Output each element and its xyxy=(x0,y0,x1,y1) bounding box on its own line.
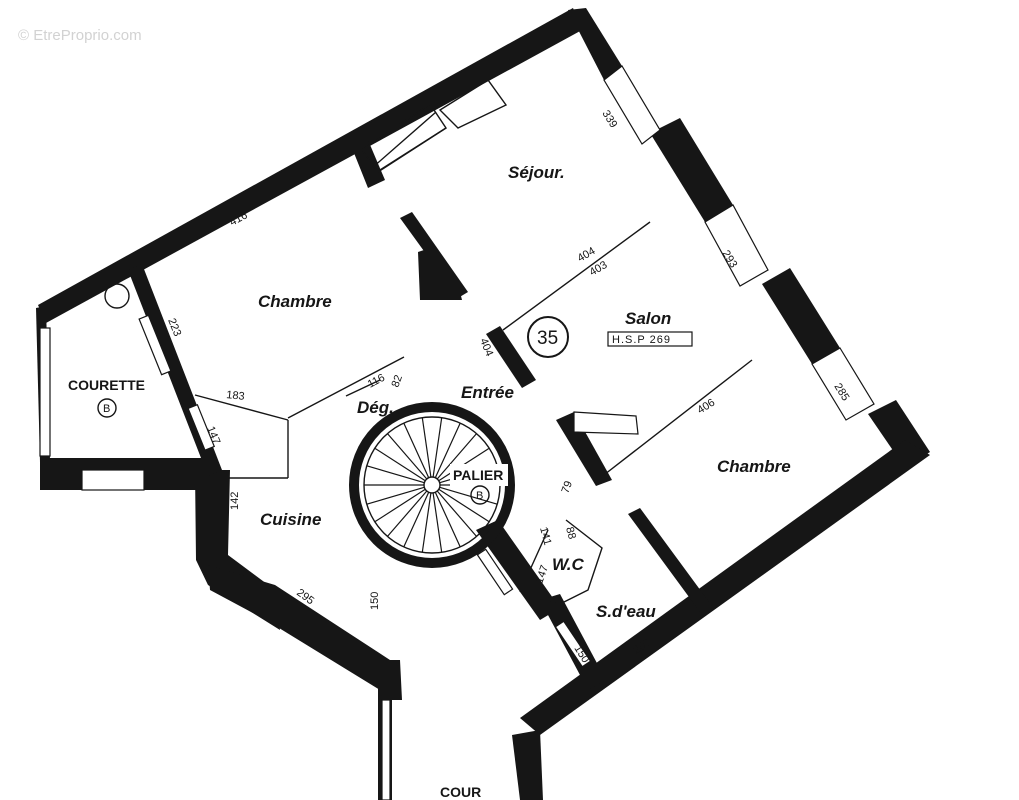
room-label-deg: Dég. xyxy=(357,398,394,417)
wall-bottom-right xyxy=(520,440,930,735)
room-label-chambre-2: Chambre xyxy=(717,457,791,476)
hsp-box xyxy=(607,331,693,347)
window-top-right xyxy=(603,65,661,145)
stair-tread xyxy=(434,422,461,478)
window-sdeau-bottom xyxy=(554,620,592,668)
stair-tread xyxy=(387,490,428,537)
partition-salon-chambre xyxy=(599,359,753,479)
partition-wc-left xyxy=(519,529,549,593)
stairwell xyxy=(349,402,515,568)
staircase-newel xyxy=(423,476,441,494)
window-box-sejour xyxy=(438,79,508,129)
wall-palier-right xyxy=(476,520,560,620)
wall-right-1 xyxy=(650,118,733,222)
room-label-chambre-1: Chambre xyxy=(258,292,332,311)
dim-116: 116 xyxy=(366,372,387,391)
stair-tread xyxy=(366,465,425,484)
window-right-1 xyxy=(704,204,769,287)
room-label-sejour: Séjour. xyxy=(508,163,565,182)
wall-sdeau xyxy=(628,508,712,612)
window-cour xyxy=(381,699,391,800)
courette-marker-circle xyxy=(97,398,117,418)
stair-tread xyxy=(374,447,426,482)
stair-tread xyxy=(366,486,425,505)
wall-cour-right xyxy=(512,730,543,800)
wall-right-2 xyxy=(762,268,840,364)
wall-cuisine-bottom xyxy=(208,565,400,700)
watermark: © EtreProprio.com xyxy=(18,27,142,44)
stair-tread xyxy=(436,490,477,537)
salon-fireplace-box xyxy=(573,411,639,435)
stair-tread xyxy=(434,492,461,548)
window-courette-bottom xyxy=(81,469,145,491)
partition-deg xyxy=(287,356,405,419)
stair-tread xyxy=(421,417,432,478)
wall-entree xyxy=(486,326,536,388)
window-palier-bottom xyxy=(476,548,514,596)
courette-marker: B xyxy=(103,403,110,415)
skylight-hatch-2 xyxy=(379,127,447,171)
wall-top xyxy=(38,8,582,323)
fireplace-sejour-hearth xyxy=(412,248,462,300)
palier-label-bg xyxy=(450,464,508,486)
room-label-cour: COUR xyxy=(440,784,481,800)
skylight-hatch-1 xyxy=(371,111,437,169)
dim-339: 339 xyxy=(599,108,619,130)
window-cuisine-courette xyxy=(187,403,216,451)
lot-number-circle xyxy=(527,316,569,358)
room-label-cuisine: Cuisine xyxy=(260,510,321,529)
courette-drain xyxy=(104,283,130,309)
stair-tread xyxy=(403,422,430,478)
outer-walls xyxy=(36,8,930,800)
stair-tread xyxy=(403,492,430,548)
dim-150-left: 150 xyxy=(369,592,381,610)
dim-404-top: 404 xyxy=(576,245,598,265)
room-label-courette: COURETTE xyxy=(68,377,145,393)
room-label-sdeau: S.d'eau xyxy=(596,602,656,621)
dim-142: 142 xyxy=(229,492,241,510)
stair-tread xyxy=(436,433,477,480)
dim-183: 183 xyxy=(226,389,246,403)
dim-82: 82 xyxy=(390,373,405,389)
dim-406: 406 xyxy=(695,397,717,417)
fireplace-salon xyxy=(556,412,612,486)
dim-141: 141 xyxy=(537,526,553,547)
dim-147-wc: 147 xyxy=(534,564,552,585)
wall-top-right-corner xyxy=(568,8,622,80)
stair-tread xyxy=(387,433,428,480)
thin-lines xyxy=(104,79,753,668)
lot-number: 35 xyxy=(537,328,558,349)
ceiling-height: H.S.P 269 xyxy=(612,334,671,346)
stair-tread xyxy=(432,417,443,478)
dim-88: 88 xyxy=(563,526,578,541)
room-label-wc: W.C xyxy=(552,555,585,574)
window-right-2 xyxy=(811,347,875,421)
dim-403: 403 xyxy=(588,259,610,279)
dim-79: 79 xyxy=(560,479,575,495)
windows xyxy=(39,65,875,800)
palier-marker: B xyxy=(476,490,483,502)
stair-tread xyxy=(432,492,443,553)
partition-wc xyxy=(539,519,603,605)
window-chambre-courette xyxy=(138,314,172,376)
stair-tread xyxy=(439,486,498,505)
palier-marker-circle xyxy=(470,485,490,505)
partition-sejour-salon xyxy=(502,221,651,331)
stair-tread xyxy=(421,492,432,553)
entree-hatch xyxy=(345,379,381,397)
window-courette-side xyxy=(39,327,51,457)
room-label-palier: PALIER xyxy=(453,467,503,483)
stair-tread xyxy=(438,488,490,523)
wall-sejour-stub xyxy=(352,140,385,188)
room-label-entree: Entrée xyxy=(461,383,514,402)
stair-tread xyxy=(374,488,426,523)
room-label-salon: Salon xyxy=(625,309,671,328)
partition-cuisine xyxy=(194,394,289,421)
